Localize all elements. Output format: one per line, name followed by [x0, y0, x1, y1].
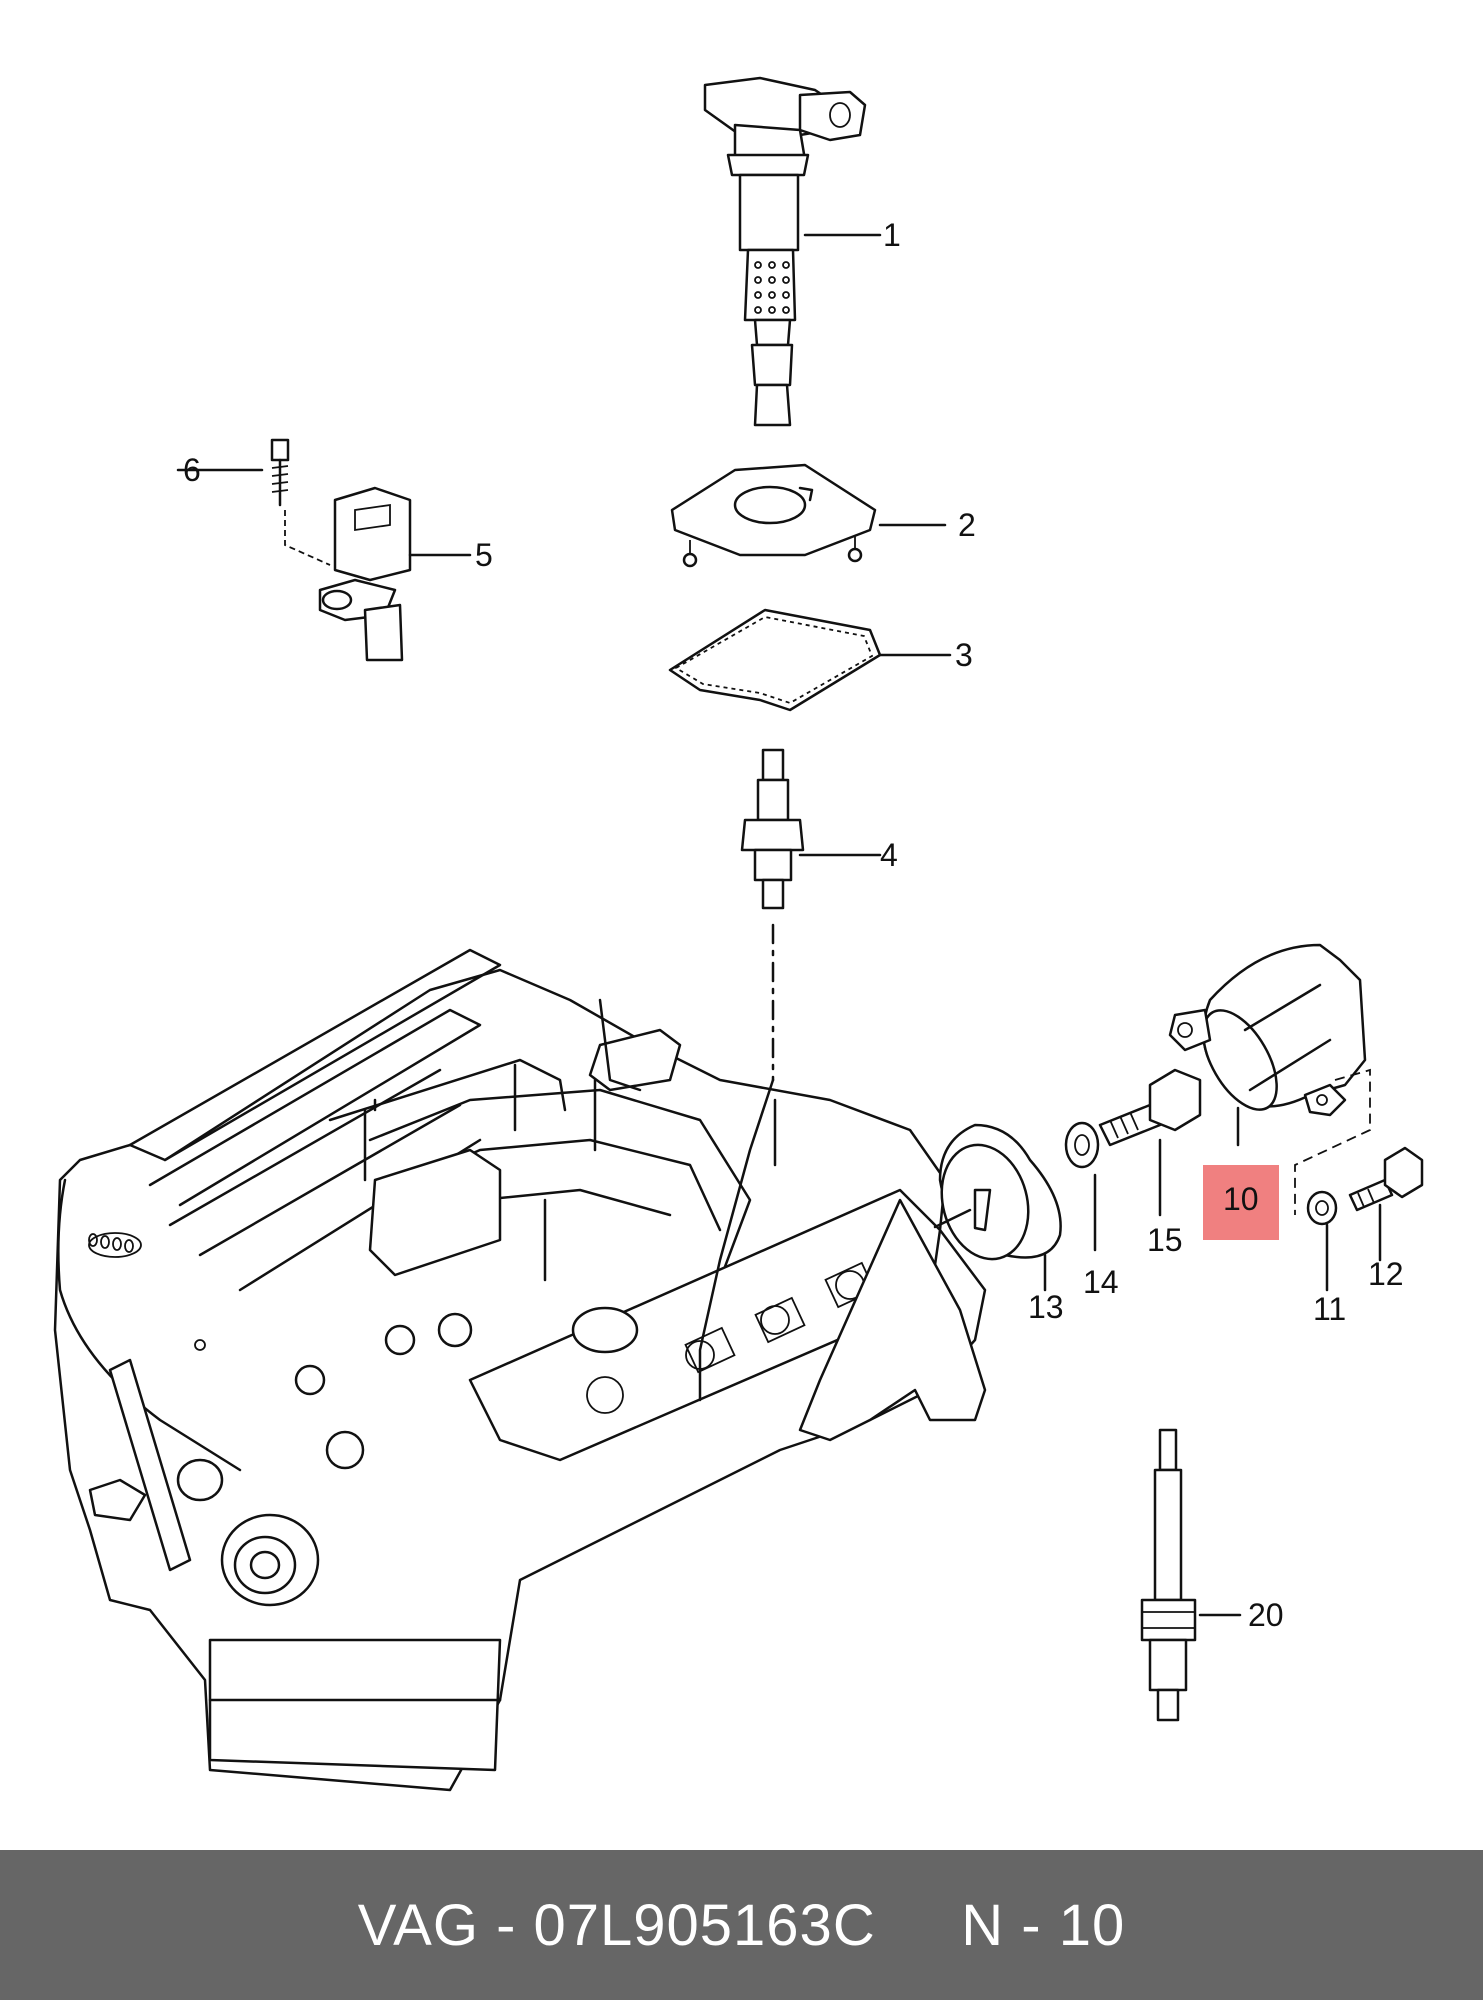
glow-plug	[1140, 1428, 1242, 1722]
label-part-5: 5	[475, 537, 493, 573]
label-part-10: 10	[1223, 1181, 1259, 1217]
label-part-6: 6	[183, 452, 201, 488]
label-part-11: 11	[1313, 1291, 1346, 1327]
label-part-2: 2	[958, 507, 976, 543]
washer	[1064, 1121, 1100, 1252]
label-part-14: 14	[1083, 1264, 1119, 1300]
bolt-large	[1098, 1068, 1202, 1217]
label-part-15: 15	[1147, 1222, 1183, 1258]
footer-part-number: VAG - 07L905163C N - 10	[357, 1892, 1126, 1958]
bolt-small	[1348, 1146, 1424, 1262]
coil-bracket	[670, 463, 947, 568]
pulley	[933, 1123, 1062, 1292]
gasket	[668, 608, 952, 712]
label-part-20: 20	[1248, 1597, 1284, 1633]
label-part-12: 12	[1368, 1256, 1404, 1292]
highlight-box	[1203, 1165, 1279, 1240]
parts-diagram: 1 2 3 4 5 6 10 11 12 13 14 15 20	[53, 76, 1424, 1792]
label-part-13: 13	[1028, 1289, 1064, 1325]
flange-bracket	[1168, 943, 1371, 1215]
engine-assembly	[53, 948, 987, 1792]
label-part-4: 4	[880, 837, 898, 873]
footer-bar: VAG - 07L905163C N - 10	[0, 1850, 1483, 2000]
label-part-3: 3	[955, 637, 973, 673]
small-washer	[1306, 1190, 1338, 1292]
spark-plug	[740, 748, 882, 1082]
label-part-1: 1	[883, 217, 901, 253]
sensor-with-bolt	[176, 438, 472, 662]
ignition-coil	[703, 76, 882, 427]
